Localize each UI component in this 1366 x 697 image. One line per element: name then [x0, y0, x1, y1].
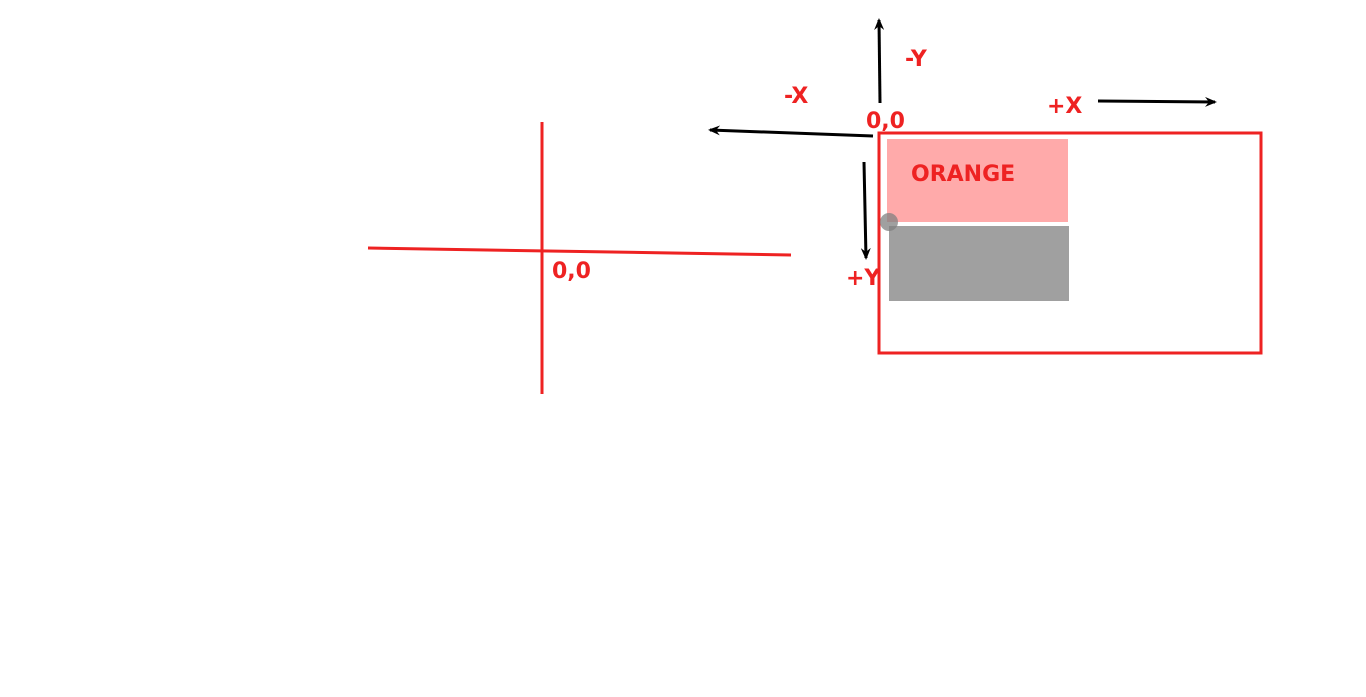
drag-handle[interactable] [880, 213, 898, 231]
neg-y-arrow [874, 18, 885, 104]
orange-box [887, 139, 1068, 222]
pos-y-arrow [860, 161, 871, 260]
neg-y-label: -Y [905, 47, 928, 72]
outer-container-rect [877, 131, 1263, 355]
pos-y-label: +Y [846, 266, 881, 291]
neg-x-arrow [708, 125, 874, 138]
orange-box-label: ORANGE [911, 162, 1015, 187]
pos-x-arrow [1097, 96, 1217, 107]
pos-x-label: +X [1047, 94, 1082, 119]
neg-x-label: -X [784, 84, 808, 109]
right-origin-label: 0,0 [866, 109, 905, 134]
left-horizontal-axis [367, 246, 792, 257]
gray-box [889, 226, 1069, 301]
left-origin-label: 0,0 [552, 259, 591, 284]
